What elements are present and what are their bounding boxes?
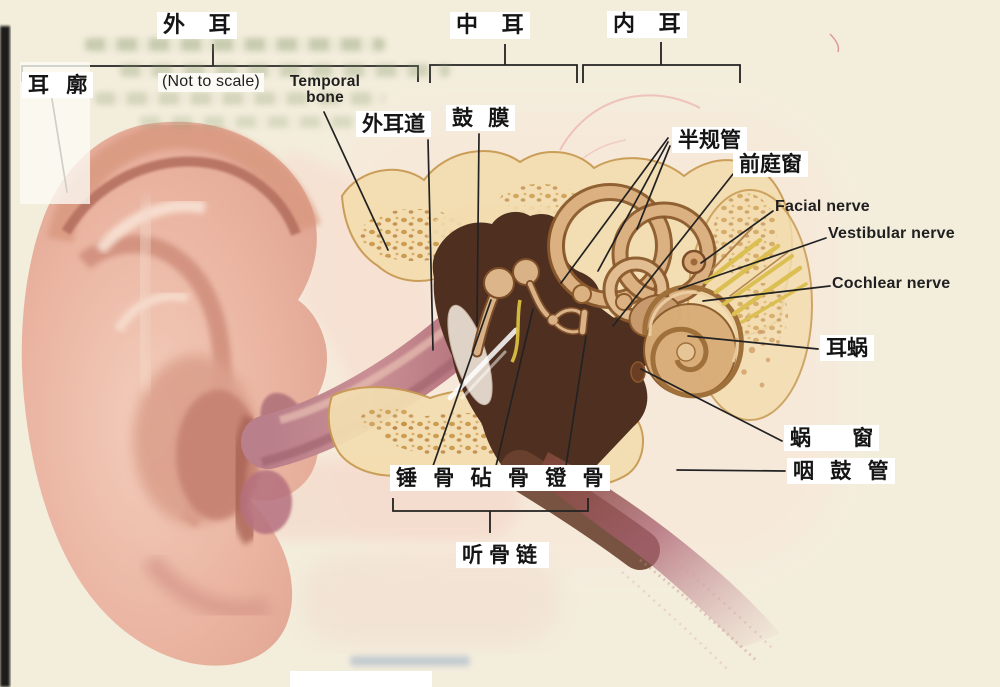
label-cochlear-window: 蜗 窗	[784, 425, 880, 452]
label-eustachian-tube: 咽 鼓 管	[787, 458, 895, 485]
label-semicircular-canals: 半规管	[672, 127, 747, 154]
label-temporal-bone: Temporal bone	[289, 73, 361, 107]
eustachian-tube-drawing	[536, 452, 780, 671]
label-ossicular-chain: 听骨链	[456, 542, 549, 569]
label-auricle: 耳 廓	[22, 72, 94, 99]
section-label-inner-ear: 内 耳	[607, 11, 687, 39]
label-cochlear-nerve: Cochlear nerve	[832, 275, 951, 292]
bleedthrough-text-smudge	[85, 38, 385, 51]
nerve-fibers-drawing	[703, 227, 808, 324]
label-facial-nerve: Facial nerve	[775, 198, 870, 215]
label-cochlea: 耳蜗	[820, 335, 874, 362]
bleedthrough-text-smudge	[95, 92, 385, 105]
bleedthrough-text-smudge	[350, 656, 470, 666]
leader-lines	[51, 98, 831, 472]
section-label-middle-ear: 中 耳	[450, 12, 530, 40]
bleedthrough-text-smudge	[140, 116, 380, 128]
section-label-outer-ear: 外 耳	[157, 12, 237, 40]
label-tympanic-membrane: 鼓 膜	[446, 105, 516, 132]
label-malleus-incus-stapes: 锤 骨 砧 骨 镫 骨	[390, 465, 610, 492]
inner-ear-drawing	[547, 183, 780, 399]
label-vestibular-nerve: Vestibular nerve	[828, 225, 955, 242]
ossicles-drawing	[471, 258, 589, 363]
outer-ear-drawing	[21, 121, 328, 666]
label-external-auditory-canal: 外耳道	[356, 111, 431, 138]
label-vestibular-window: 前庭窗	[733, 151, 808, 178]
label-not-to-scale: (Not to scale)	[158, 73, 264, 92]
